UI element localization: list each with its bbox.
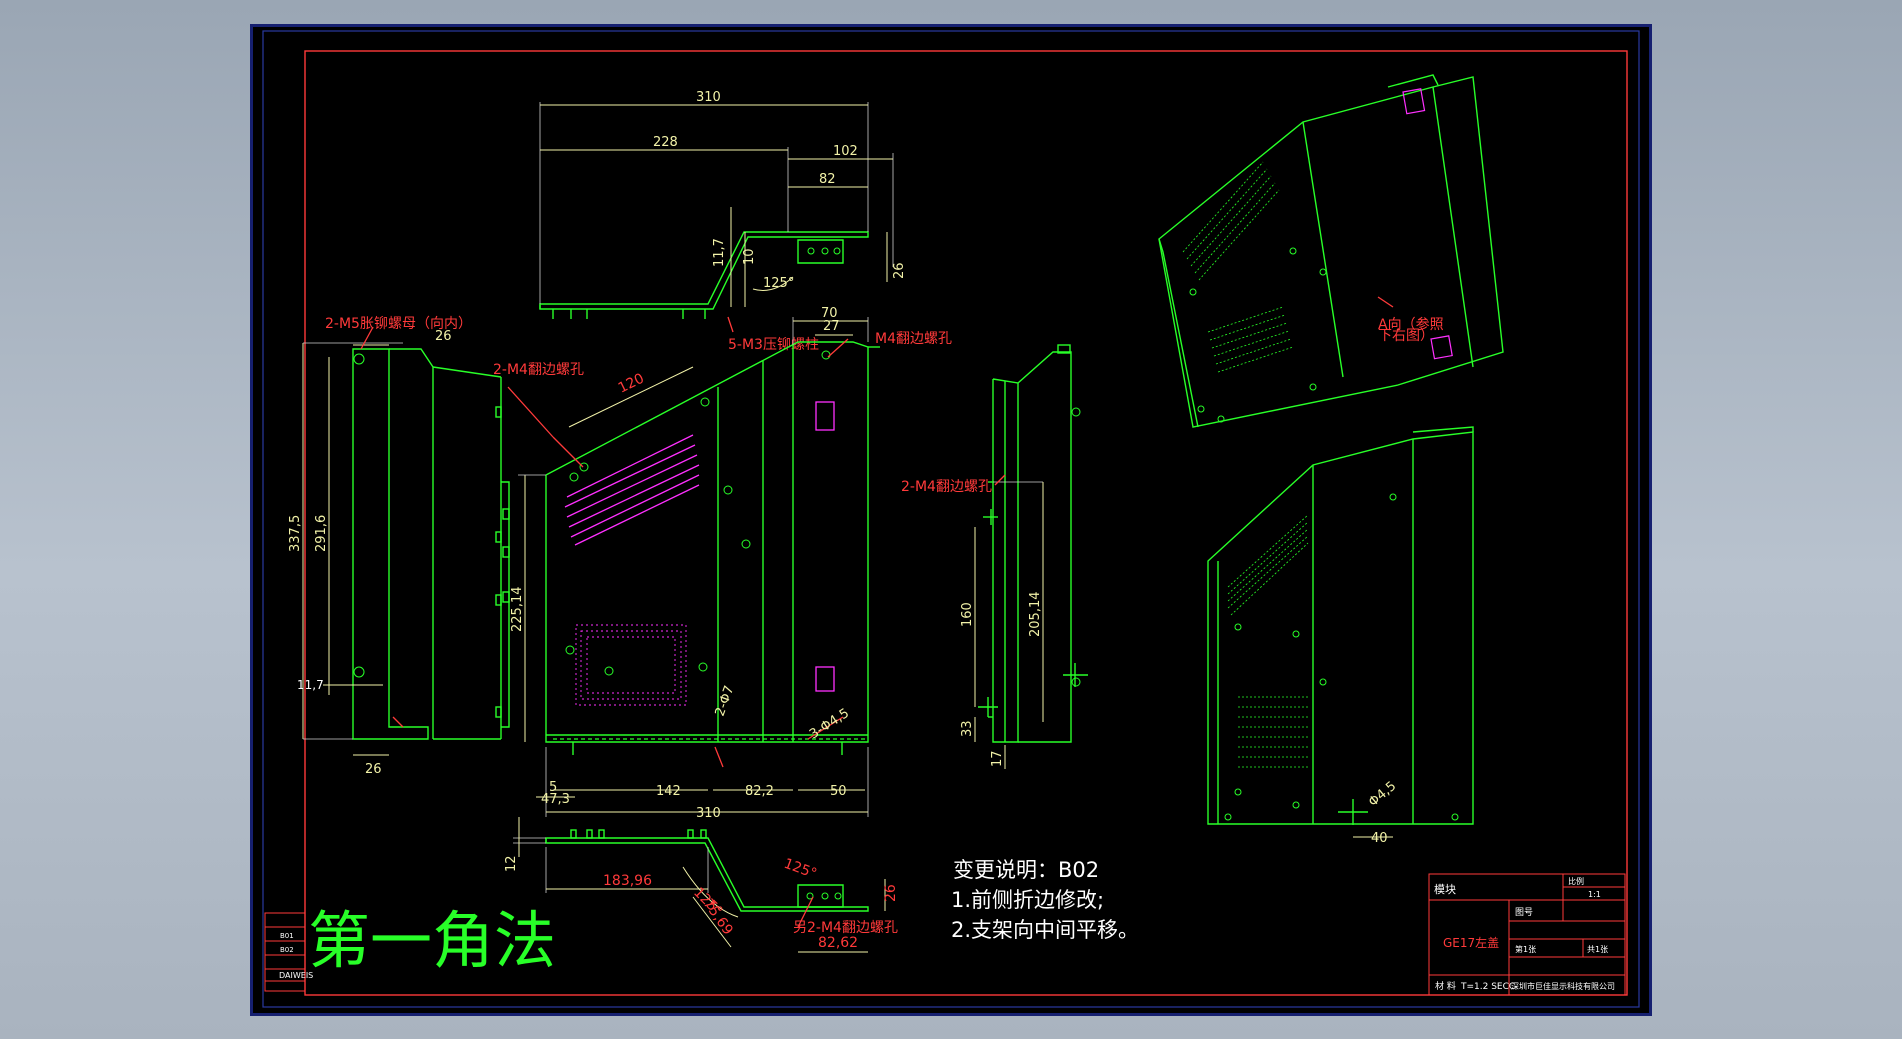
note-m4-right: 2-M4翻边螺孔 [901,479,992,495]
top-view: 310 228 102 82 11,7 10 26 125° 5-M3压铆螺柱 [539,90,907,353]
iso-dim-phi4-5: Φ4,5 [1366,779,1399,810]
tb-product-name: GE17左盖 [1443,935,1499,950]
rev-author: DAIWEIS [279,971,313,980]
iso-view-upper: A向（参照 下右图） [1158,74,1504,428]
note-m4-front: 2-M4翻边螺孔 [493,362,584,378]
dim-50: 50 [830,784,847,799]
dim-102: 102 [833,144,858,159]
dim-82-62: 82,62 [818,935,858,951]
vent-holes-lower [575,624,687,706]
tb-cell-scale: 比例 [1568,876,1584,886]
dim-225-14: 225,14 [510,587,525,633]
iso-dim-40: 40 [1371,831,1388,846]
rev-b01: B01 [280,932,294,940]
outer-frame [262,30,1640,1008]
vent-holes-upper [564,434,700,546]
dim-183-96: 183,96 [603,873,652,889]
dim-12: 12 [504,855,519,872]
side-view-right: 160 205,14 33 17 2-M4翻边螺孔 [901,344,1088,769]
tb-material: T=1.2 SECC [1460,982,1515,992]
tb-company: 深圳市巨佳显示科技有限公司 [1511,981,1615,991]
dim-11-7-top: 11,7 [712,238,727,267]
cad-drawing: 310 228 102 82 11,7 10 26 125° 5-M3压铆螺柱 [262,30,1640,1008]
revision-block [264,912,306,992]
iso-note-a: A向（参照 [1378,316,1444,333]
note-m3-studs: 5-M3压铆螺柱 [728,337,819,353]
dim-10: 10 [742,248,757,265]
tb-cell-sheet: 第1张 [1515,944,1536,954]
dim-291-6: 291,6 [314,515,329,552]
tb-cell-scale-value: 1:1 [1588,890,1601,899]
tb-material-label: 材 料 [1435,980,1456,992]
dim-337-5: 337,5 [288,515,303,552]
change-notes-title: 变更说明：B02 [953,858,1099,882]
dim-228: 228 [653,135,678,150]
tb-cell-total: 共1张 [1587,945,1608,954]
dim-160: 160 [960,602,975,627]
dim-angle-125-b: 125° [782,856,819,883]
dim-26-left-top: 26 [435,329,452,344]
dim-angle-125-top: 125° [763,276,794,291]
change-note-1: 1.前侧折边修改; [951,888,1104,912]
border-frame [304,50,1628,996]
dim-26-top: 26 [892,262,907,279]
dim-3-phi4-5: 3-Φ4,5 [807,706,852,742]
iso-view-lower: 40 Φ4,5 [1207,426,1474,846]
dim-47-3: 47,3 [541,792,570,807]
dim-120: 120 [616,370,647,396]
dim-33: 33 [960,720,975,737]
note-m5-nuts: 2-M5胀铆螺母（向内） [325,316,472,332]
note-m4-bottom: 另2-M4翻边螺孔 [793,920,898,936]
projection-label: 第一角法 [308,904,556,977]
iso-vents-lower [1227,514,1309,768]
dim-75-69: 75,69 [700,896,736,938]
drawing-sheet: 310 228 102 82 11,7 10 26 125° 5-M3压铆螺柱 [250,24,1652,1016]
dim-142: 142 [656,784,681,799]
front-view: 225,14 120 2-M4翻边螺孔 70 27 M4翻边螺孔 310 142… [493,306,952,821]
iso-note-b: 下右图） [1378,328,1434,344]
dim-26-bottom: 26 [883,884,899,902]
rev-b02: B02 [280,946,294,954]
note-m4-top: M4翻边螺孔 [875,331,952,347]
bottom-view: 12 183,96 125° 125° 75,69 82,62 26 另2-M4… [504,817,899,953]
dim-11-7-left: 11,7 [297,678,324,692]
tb-cell-drawing-no: 图号 [1515,907,1533,918]
side-view-left: 337,5 291,6 26 2-M5胀铆螺母（向内） 26 11,7 [288,316,510,777]
iso-vents-upper [1182,161,1294,373]
dim-82-2: 82,2 [745,784,774,799]
dim-82: 82 [819,172,836,187]
dim-2-phi7: 2-Φ7 [713,684,738,719]
title-block [1428,873,1626,996]
dim-205-14: 205,14 [1028,592,1043,638]
dim-27: 27 [823,319,840,334]
tb-cell-module: 模块 [1434,883,1456,896]
dim-310-front: 310 [696,806,721,821]
dim-70: 70 [821,306,838,321]
change-notes: 变更说明：B02 1.前侧折边修改; 2.支架向中间平移。 [951,858,1139,942]
change-note-2: 2.支架向中间平移。 [951,918,1139,942]
dim-17: 17 [990,750,1005,767]
dim-5: 5 [549,780,557,795]
dim-310-top: 310 [696,90,721,105]
dim-26-left-bottom: 26 [365,762,382,777]
